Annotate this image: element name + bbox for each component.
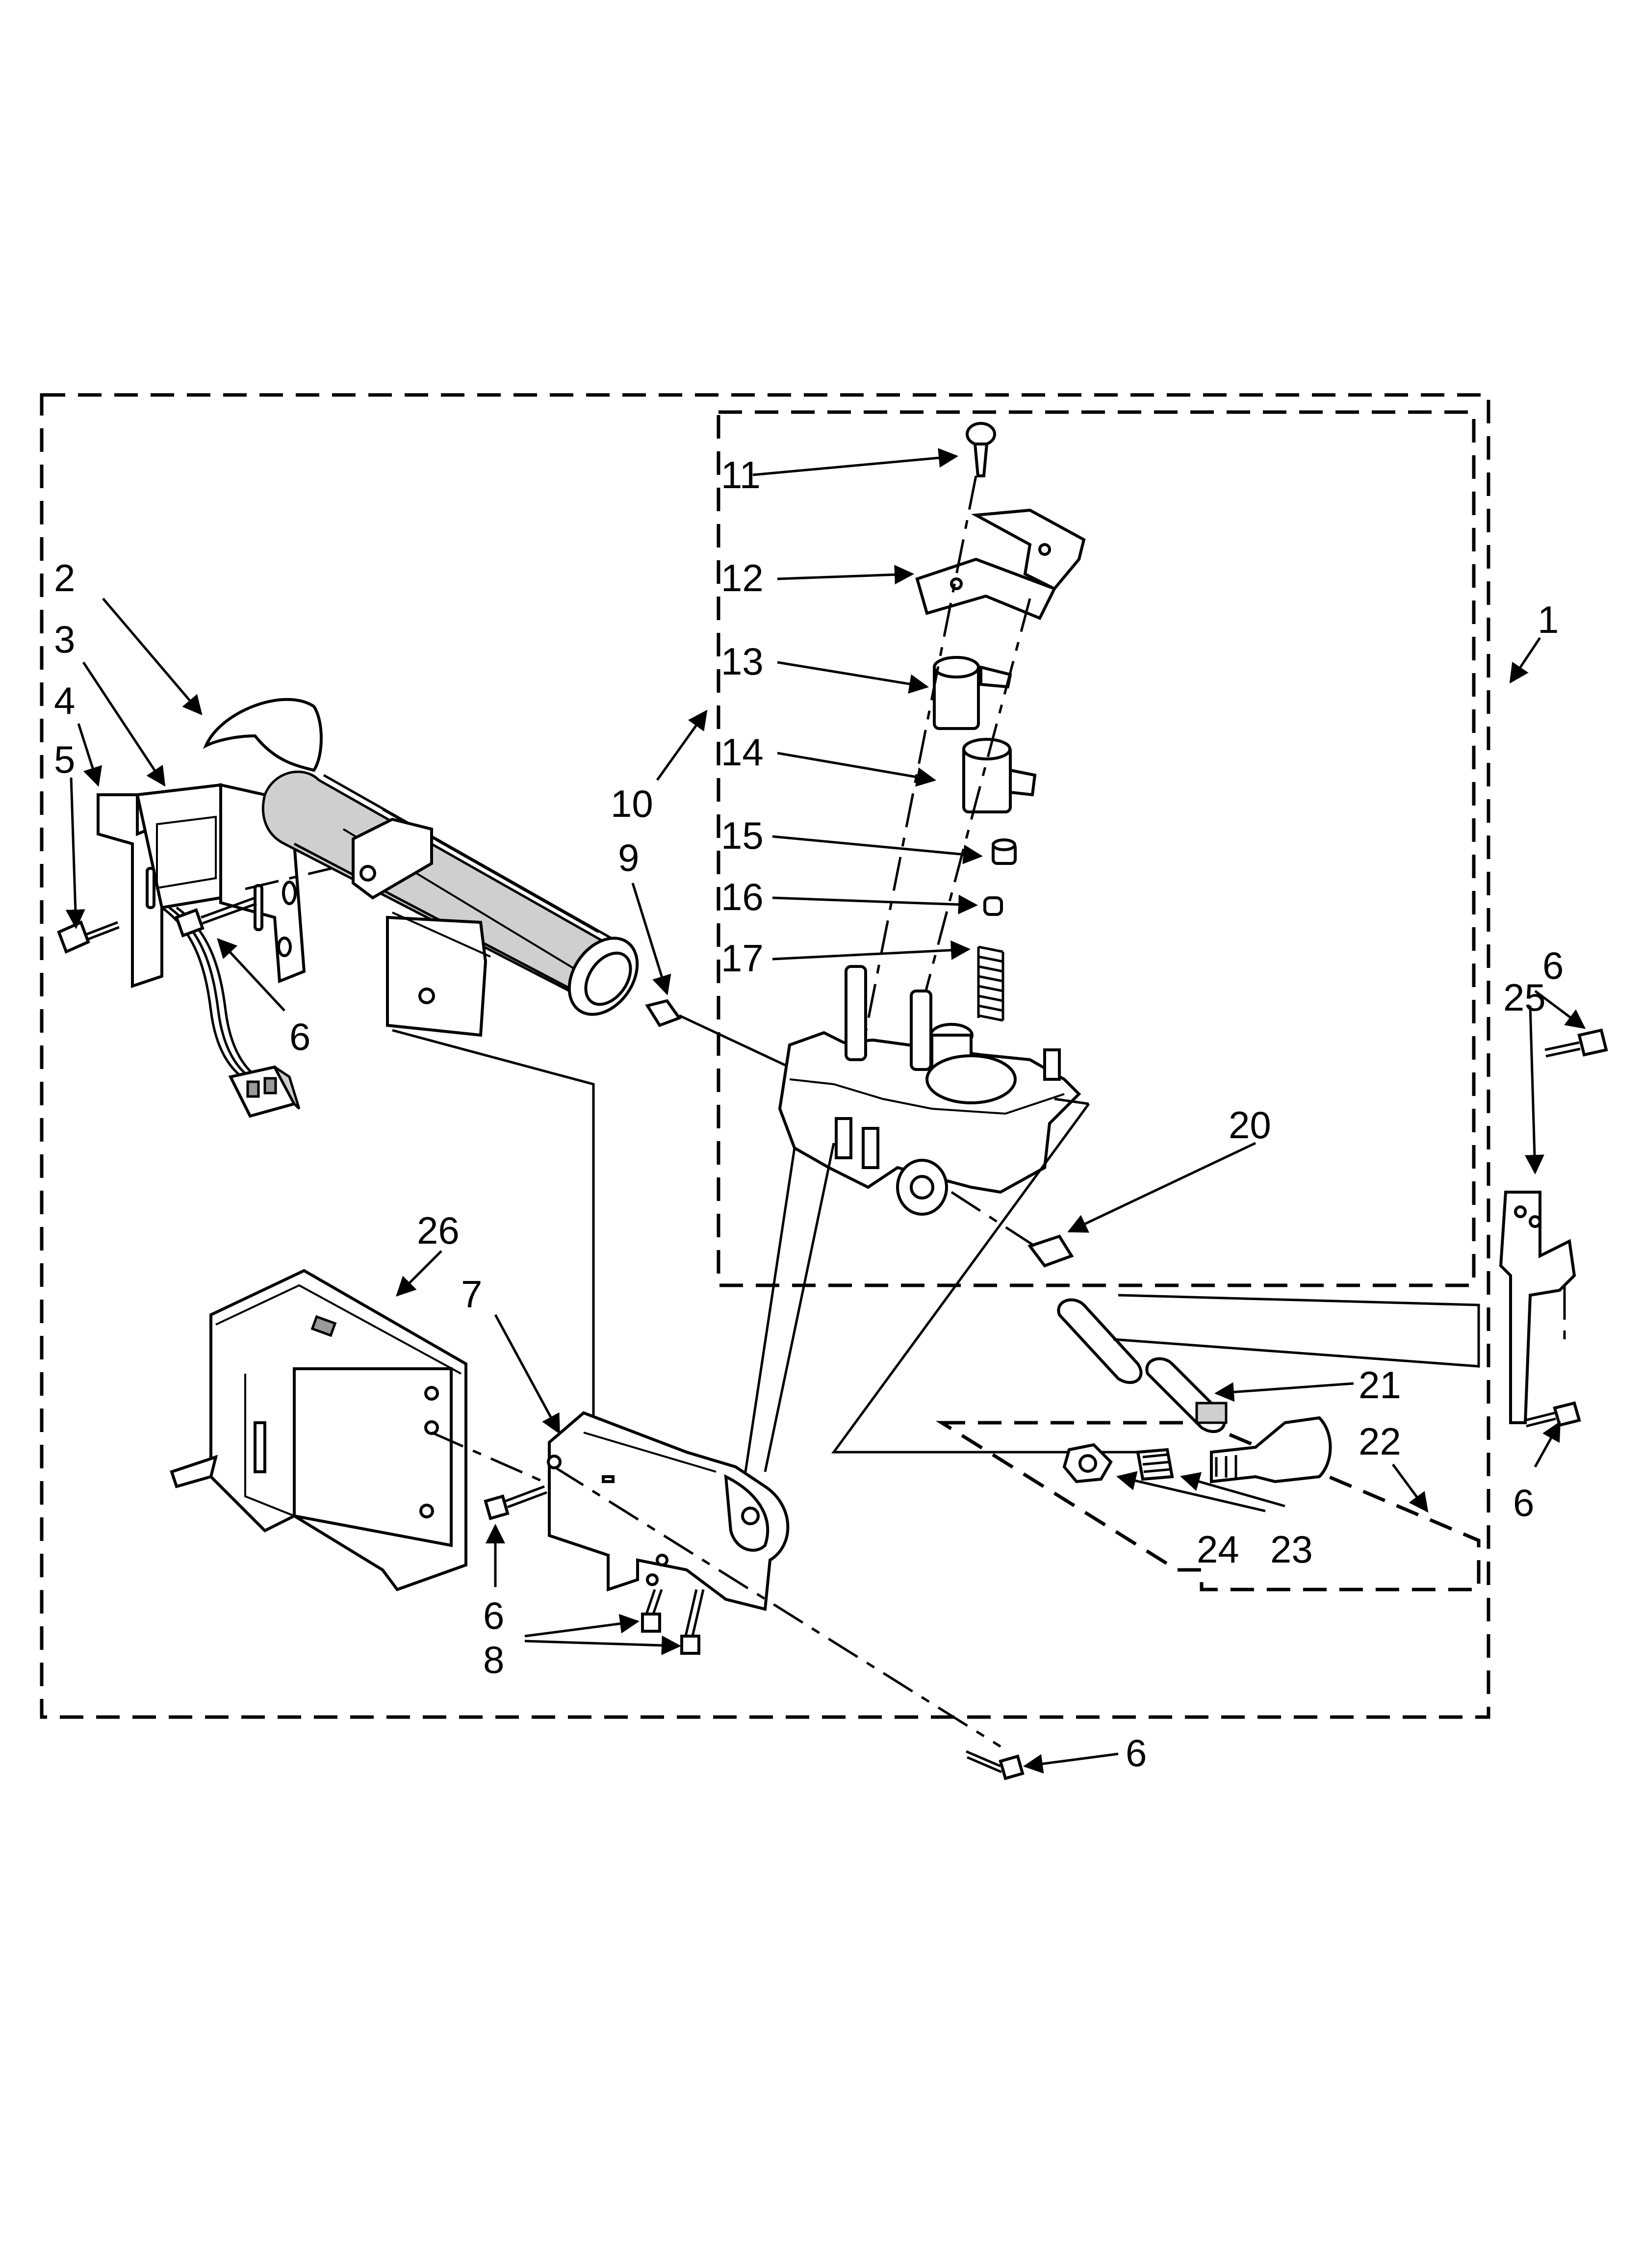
screw-icon xyxy=(1525,1401,1581,1428)
bracket-25 xyxy=(1499,1191,1576,1424)
callout-1: 1 xyxy=(1538,598,1559,641)
bracket-assembly xyxy=(97,783,306,989)
callout-10: 10 xyxy=(611,782,653,825)
nut-24 xyxy=(1062,1443,1113,1484)
callout-25: 25 xyxy=(1503,976,1546,1019)
callout-20: 20 xyxy=(1229,1103,1271,1147)
pipe-21 xyxy=(1057,1294,1480,1384)
callout-21: 21 xyxy=(1359,1363,1401,1407)
valve-fitting xyxy=(950,1191,1074,1268)
screw-icon xyxy=(175,896,257,938)
screw-icon xyxy=(680,1589,705,1655)
callout-17: 17 xyxy=(721,937,764,980)
callout-23: 23 xyxy=(1270,1528,1313,1571)
leader-lines xyxy=(65,448,1586,1774)
callout-5: 5 xyxy=(54,738,75,781)
elbow-fitting xyxy=(1210,1416,1332,1484)
callout-4: 4 xyxy=(54,679,75,722)
callout-6-bottom-right: 6 xyxy=(1126,1731,1147,1774)
screw-icon xyxy=(484,1485,547,1520)
coil-upper xyxy=(933,656,1012,730)
callout-6-left: 6 xyxy=(289,1015,310,1058)
callout-14: 14 xyxy=(721,730,764,774)
callout-16: 16 xyxy=(721,875,764,918)
callout-7: 7 xyxy=(461,1273,482,1316)
callout-15: 15 xyxy=(721,814,764,857)
pipe-22 xyxy=(1145,1357,1228,1434)
coil-lower xyxy=(962,738,1037,813)
valve-subassembly-boundary xyxy=(717,410,1476,1287)
burner-bracket xyxy=(386,912,595,1531)
callout-12: 12 xyxy=(721,556,764,600)
screw-icon xyxy=(641,1589,663,1633)
callout-6-right-top: 6 xyxy=(1542,944,1564,987)
callout-8: 8 xyxy=(483,1638,504,1681)
callout-2: 2 xyxy=(54,556,75,600)
nozzle-kit-boundary xyxy=(935,1421,1481,1591)
callout-3: 3 xyxy=(54,618,75,661)
valve-cap xyxy=(992,838,1017,865)
callout-6-bottom-left: 6 xyxy=(483,1594,504,1637)
burner-tube xyxy=(203,698,639,1016)
valve-spring xyxy=(977,945,1004,1022)
callout-24: 24 xyxy=(1197,1528,1239,1571)
screw-icon xyxy=(966,1750,1025,1780)
valve-plunger xyxy=(983,896,1003,916)
gas-valve-body xyxy=(778,965,1081,1216)
screw-icon xyxy=(1544,1028,1608,1058)
orifice xyxy=(645,999,795,1071)
assembly-boundary xyxy=(40,393,1490,1719)
callout-13: 13 xyxy=(721,640,764,683)
valve-bracket xyxy=(547,1411,1001,1748)
coil-bracket xyxy=(915,508,1086,620)
callout-9: 9 xyxy=(618,836,639,879)
callout-26: 26 xyxy=(417,1209,460,1252)
callout-labels: 11 12 13 14 15 16 17 10 9 2 3 4 5 6 1 20… xyxy=(54,453,1564,1774)
fitting-23 xyxy=(1136,1448,1174,1481)
callout-22: 22 xyxy=(1359,1420,1401,1463)
burner-frame xyxy=(170,1269,467,1591)
screw-icon xyxy=(57,920,120,954)
callout-6-right-bottom: 6 xyxy=(1513,1481,1534,1524)
callout-11: 11 xyxy=(721,453,761,496)
valve-screw xyxy=(966,422,996,477)
